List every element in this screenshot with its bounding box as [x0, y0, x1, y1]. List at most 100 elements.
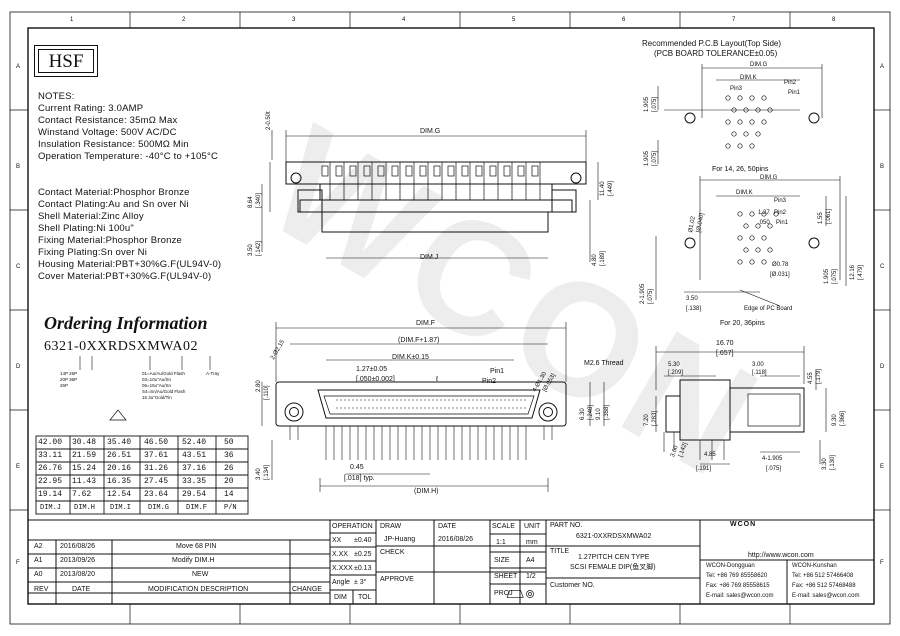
- dim-label: 12.16: [850, 264, 856, 280]
- customer-label: Customer NO.: [550, 582, 595, 589]
- dim-header: DIM.I: [110, 504, 132, 512]
- legend-pins: 14P 26P: [60, 371, 78, 376]
- col-label: 6: [622, 17, 626, 23]
- row-label: B: [880, 164, 885, 170]
- dim-cell: 14: [224, 490, 234, 499]
- legend-plating: 01=Au/Au/Gold Flash: [142, 371, 185, 376]
- dim-label: [.358]: [604, 404, 610, 420]
- material-item: Fixing Plating:Sn over Ni: [38, 247, 148, 258]
- part-no-label: PART NO.: [550, 522, 583, 529]
- contact-email[interactable]: E-mail: sales@wcon.com: [792, 593, 860, 599]
- contact-line: Tel: +86 512 57466408: [792, 573, 854, 579]
- legend-plating: 15 3u"Gold/Tin: [142, 395, 172, 400]
- hsf-logo-text: HSF: [38, 49, 94, 73]
- dim-label: DIM.G: [750, 62, 768, 68]
- col-label: 5: [512, 17, 516, 23]
- pin-label: Pin2: [482, 378, 497, 385]
- legend-plating: S4=Sn/Au/Gold Flash: [142, 389, 186, 394]
- dim-label: 16.70: [716, 340, 734, 347]
- size-label: SIZE: [494, 557, 510, 564]
- dim-tol-header: DIM: [334, 594, 347, 601]
- note-item: Insulation Resistance: 500MΩ Min: [38, 139, 189, 150]
- hsf-logo: HSF: [34, 45, 98, 77]
- col-label: 7: [732, 17, 736, 23]
- dim-cell: 22.95: [38, 477, 63, 486]
- dim-label: 1.905: [644, 96, 650, 112]
- desc-header: MODIFICATION DESCRIPTION: [148, 586, 249, 593]
- dim-cell: 16.35: [107, 477, 132, 486]
- size-value: A4: [526, 557, 535, 564]
- material-item: Fixing Material:Phosphor Bronze: [38, 235, 183, 246]
- dim-label: (DIM.H): [414, 488, 439, 495]
- dim-label: [.479]: [858, 264, 864, 280]
- pcb-tolerance: (PCB BOARD TOLERANCE±0.05): [654, 49, 778, 58]
- dim-label: 4-1.905: [762, 456, 783, 462]
- dim-label: [.340]: [256, 192, 262, 208]
- dim-label: [.130]: [830, 454, 836, 470]
- operation-label: OPERATION: [332, 523, 373, 530]
- row-label: B: [16, 164, 21, 170]
- ordering-part-code: 6321-0XXRDSXMWA02: [44, 339, 198, 354]
- dim-label: 3.30: [822, 458, 828, 470]
- dim-label: 3.40: [256, 468, 262, 480]
- legend-pins: 26P: [60, 383, 69, 388]
- material-item: Cover Material:PBT+30%G.F(UL94V-0): [38, 271, 212, 282]
- col-label: 3: [292, 17, 296, 23]
- dim-tol-header: TOL: [358, 594, 372, 601]
- dim-label: [.191]: [696, 466, 712, 472]
- dim-header: DIM.J: [40, 504, 62, 512]
- col-label: 2: [182, 17, 186, 23]
- dim-label: DIM.K: [736, 190, 753, 196]
- note-item: Current Rating: 3.0AMP: [38, 103, 144, 114]
- tol-label: X.XXX: [332, 565, 353, 572]
- dim-label: 1.905: [644, 150, 650, 166]
- dim-cell: 26.51: [107, 451, 132, 460]
- scale-label: SCALE: [492, 523, 515, 530]
- pin-label: Pin2: [784, 80, 797, 86]
- dim-label: [Ø.031]: [770, 272, 790, 278]
- dim-label: 1.905: [824, 268, 830, 284]
- row-label: C: [880, 264, 885, 270]
- dim-cell: 26: [224, 464, 234, 473]
- dim-cell: 15.24: [72, 464, 97, 473]
- dim-label: [.018] typ.: [344, 475, 375, 482]
- col-label: 1: [70, 17, 74, 23]
- dim-label: [.075]: [648, 288, 654, 304]
- dim-label: [.657]: [716, 350, 734, 357]
- date-label: DATE: [438, 523, 457, 530]
- rev-date: 2016/08/26: [60, 543, 96, 550]
- dim-cell: 12.54: [107, 490, 132, 499]
- contact-email[interactable]: E-mail: sales@wcon.com: [706, 593, 774, 599]
- dim-cell: 7.62: [72, 490, 92, 499]
- rev-header: REV: [34, 586, 49, 593]
- dim-cell: 11.43: [72, 477, 97, 486]
- note-item: Contact Resistance: 35mΩ Max: [38, 115, 178, 126]
- dim-cell: 31.26: [144, 464, 169, 473]
- sheet-value: 1/2: [526, 573, 536, 580]
- note-item: Winstand Voltage: 500V AC/DC: [38, 127, 177, 138]
- dim-label: DIM.F: [416, 320, 436, 327]
- pin-label: Pin3: [774, 198, 787, 204]
- approve-label: APPROVE: [380, 576, 414, 583]
- dim-cell: 27.45: [144, 477, 169, 486]
- pin-label: Pin1: [788, 90, 801, 96]
- dim-label: 9.10: [596, 408, 602, 420]
- dim-label: DIM.J: [420, 254, 439, 261]
- website-link[interactable]: http://www.wcon.com: [748, 552, 814, 559]
- dim-cell: 20.16: [107, 464, 132, 473]
- rev-date: 2013/09/26: [60, 557, 96, 564]
- notes-title: NOTES:: [38, 91, 75, 102]
- pcb-caption: For 20, 36pins: [720, 320, 765, 327]
- dim-cell: 50: [224, 438, 234, 447]
- rev-id: A1: [34, 557, 43, 564]
- dim-label: 3.00: [752, 362, 764, 368]
- dim-label: 8.64: [248, 196, 254, 208]
- legend-plating: 06=15u"Au/Sn: [142, 383, 171, 388]
- dim-cell: 36: [224, 451, 234, 460]
- dim-label: [.050±0.002]: [356, 376, 395, 383]
- dim-label: 9.30: [832, 414, 838, 426]
- col-label: 4: [402, 17, 406, 23]
- dim-cell: 33.35: [182, 477, 207, 486]
- contact-line: Tel: +86 769 85558620: [706, 573, 768, 579]
- dim-label: [.283]: [652, 410, 658, 426]
